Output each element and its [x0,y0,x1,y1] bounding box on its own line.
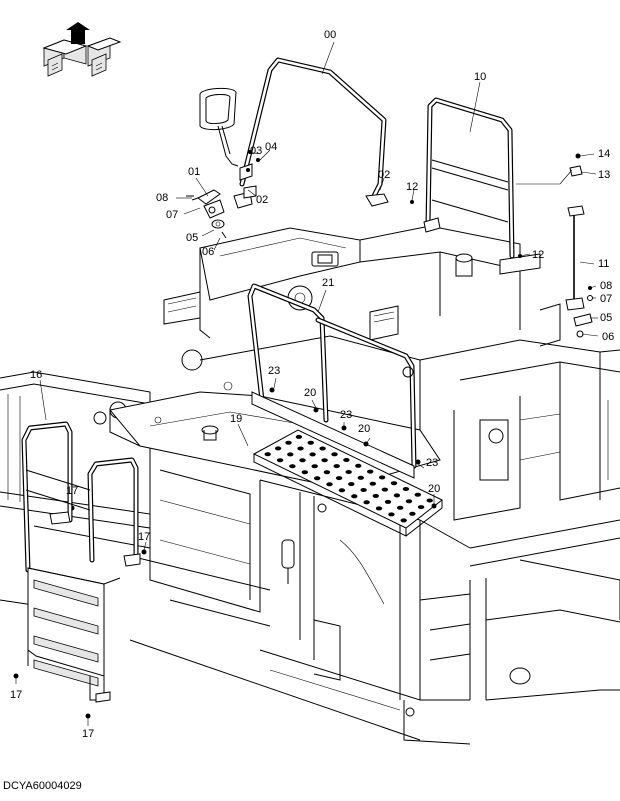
plate-hole [297,446,304,451]
callout-20-left: 20 [304,387,316,399]
callout-00: 00 [324,29,336,41]
plate-hole [338,488,346,493]
plate-hole [314,476,321,481]
callout-06-left: 06 [202,246,214,258]
callout-12-right: 12 [532,249,544,261]
plate-hole [381,487,389,492]
callout-11: 11 [598,258,609,270]
checker-plate-holes [264,434,433,523]
mirror [199,87,239,167]
callout-23-mid: 23 [340,409,352,421]
document-id: DCYA60004029 [3,780,82,792]
callout-07-left: 07 [166,209,178,221]
plate-hole [331,452,338,457]
support-stay [565,153,593,338]
plate-hole [426,498,433,503]
callout-17-ladder-left: 17 [10,689,22,701]
plate-hole [405,499,413,504]
plate-hole [360,488,367,492]
plate-hole [372,493,379,498]
plate-hole [390,481,398,486]
callout-02-right: 02 [378,169,390,181]
callout-23-right: 23 [426,457,438,469]
plate-hole [414,492,421,497]
plate-hole [319,446,326,451]
callout-20-mid: 20 [358,423,370,435]
checker-plate [252,429,443,537]
plate-hole [343,458,350,462]
callout-20-right: 20 [428,483,440,495]
plate-hole [264,452,271,457]
callout-05-right: 05 [600,312,612,324]
plate-hole [400,518,407,523]
callout-23-left: 23 [268,365,280,377]
plate-hole [333,464,340,469]
plate-hole [274,446,282,451]
callout-12-top: 12 [406,181,418,193]
plate-hole [378,475,386,480]
access-ladder [21,421,141,703]
plate-hole [326,482,333,487]
callout-17-ladder-top: 17 [66,485,78,497]
plate-hole [397,505,404,510]
mirror-bracket [186,189,227,239]
callout-21: 21 [322,277,334,289]
plate-hole [357,475,364,480]
plate-hole [301,470,308,475]
plate-hole [393,493,401,498]
callout-labels: 00 10 03 04 01 02 02 08 07 05 06 12 12 1… [10,29,614,740]
right-handrail [423,97,541,275]
plate-hole [287,452,294,457]
plate-hole [309,452,316,457]
plate-hole [375,506,383,511]
callout-13: 13 [598,169,610,181]
callout-01: 01 [188,166,200,178]
callout-02-left: 02 [256,194,268,206]
plate-hole [321,458,328,463]
callout-06-right: 06 [602,331,614,343]
machine-orientation-icon [42,22,122,77]
callout-08-left: 08 [156,192,168,204]
plate-hole [289,464,296,469]
callout-08-right: 08 [600,280,612,292]
plate-hole [351,494,358,499]
plate-hole [363,500,370,505]
plate-hole [295,434,303,439]
callout-07-right: 07 [600,293,612,305]
plate-hole [367,469,374,474]
plate-hole [348,482,355,487]
plate-hole [355,463,362,468]
callout-10: 10 [474,71,486,83]
plate-hole [345,470,352,474]
callout-17-ladder-bottom: 17 [82,728,94,740]
callout-03: 03 [250,145,262,157]
plate-hole [299,458,306,463]
leader-lines [15,41,599,726]
plate-hole [402,487,410,491]
right-frame [419,339,620,701]
plate-hole [276,458,284,463]
plate-hole [369,481,376,486]
plate-hole [285,440,292,445]
callout-17-ladder-right: 17 [138,531,150,543]
callout-05-left: 05 [186,232,198,244]
callout-14: 14 [598,148,610,160]
plate-hole [384,499,392,504]
plate-hole [307,440,314,445]
machine-body [33,448,471,745]
callout-04: 04 [265,141,277,153]
callout-19: 19 [230,413,242,425]
plate-hole [311,464,318,469]
callout-16: 16 [30,369,42,381]
engine-housing [163,225,561,371]
rear-handrail [247,283,417,479]
plate-hole [323,470,331,475]
plate-hole [409,511,416,516]
plate-hole [417,505,425,510]
front-handrail [233,57,389,209]
plate-hole [388,512,395,517]
plate-hole [335,476,343,481]
